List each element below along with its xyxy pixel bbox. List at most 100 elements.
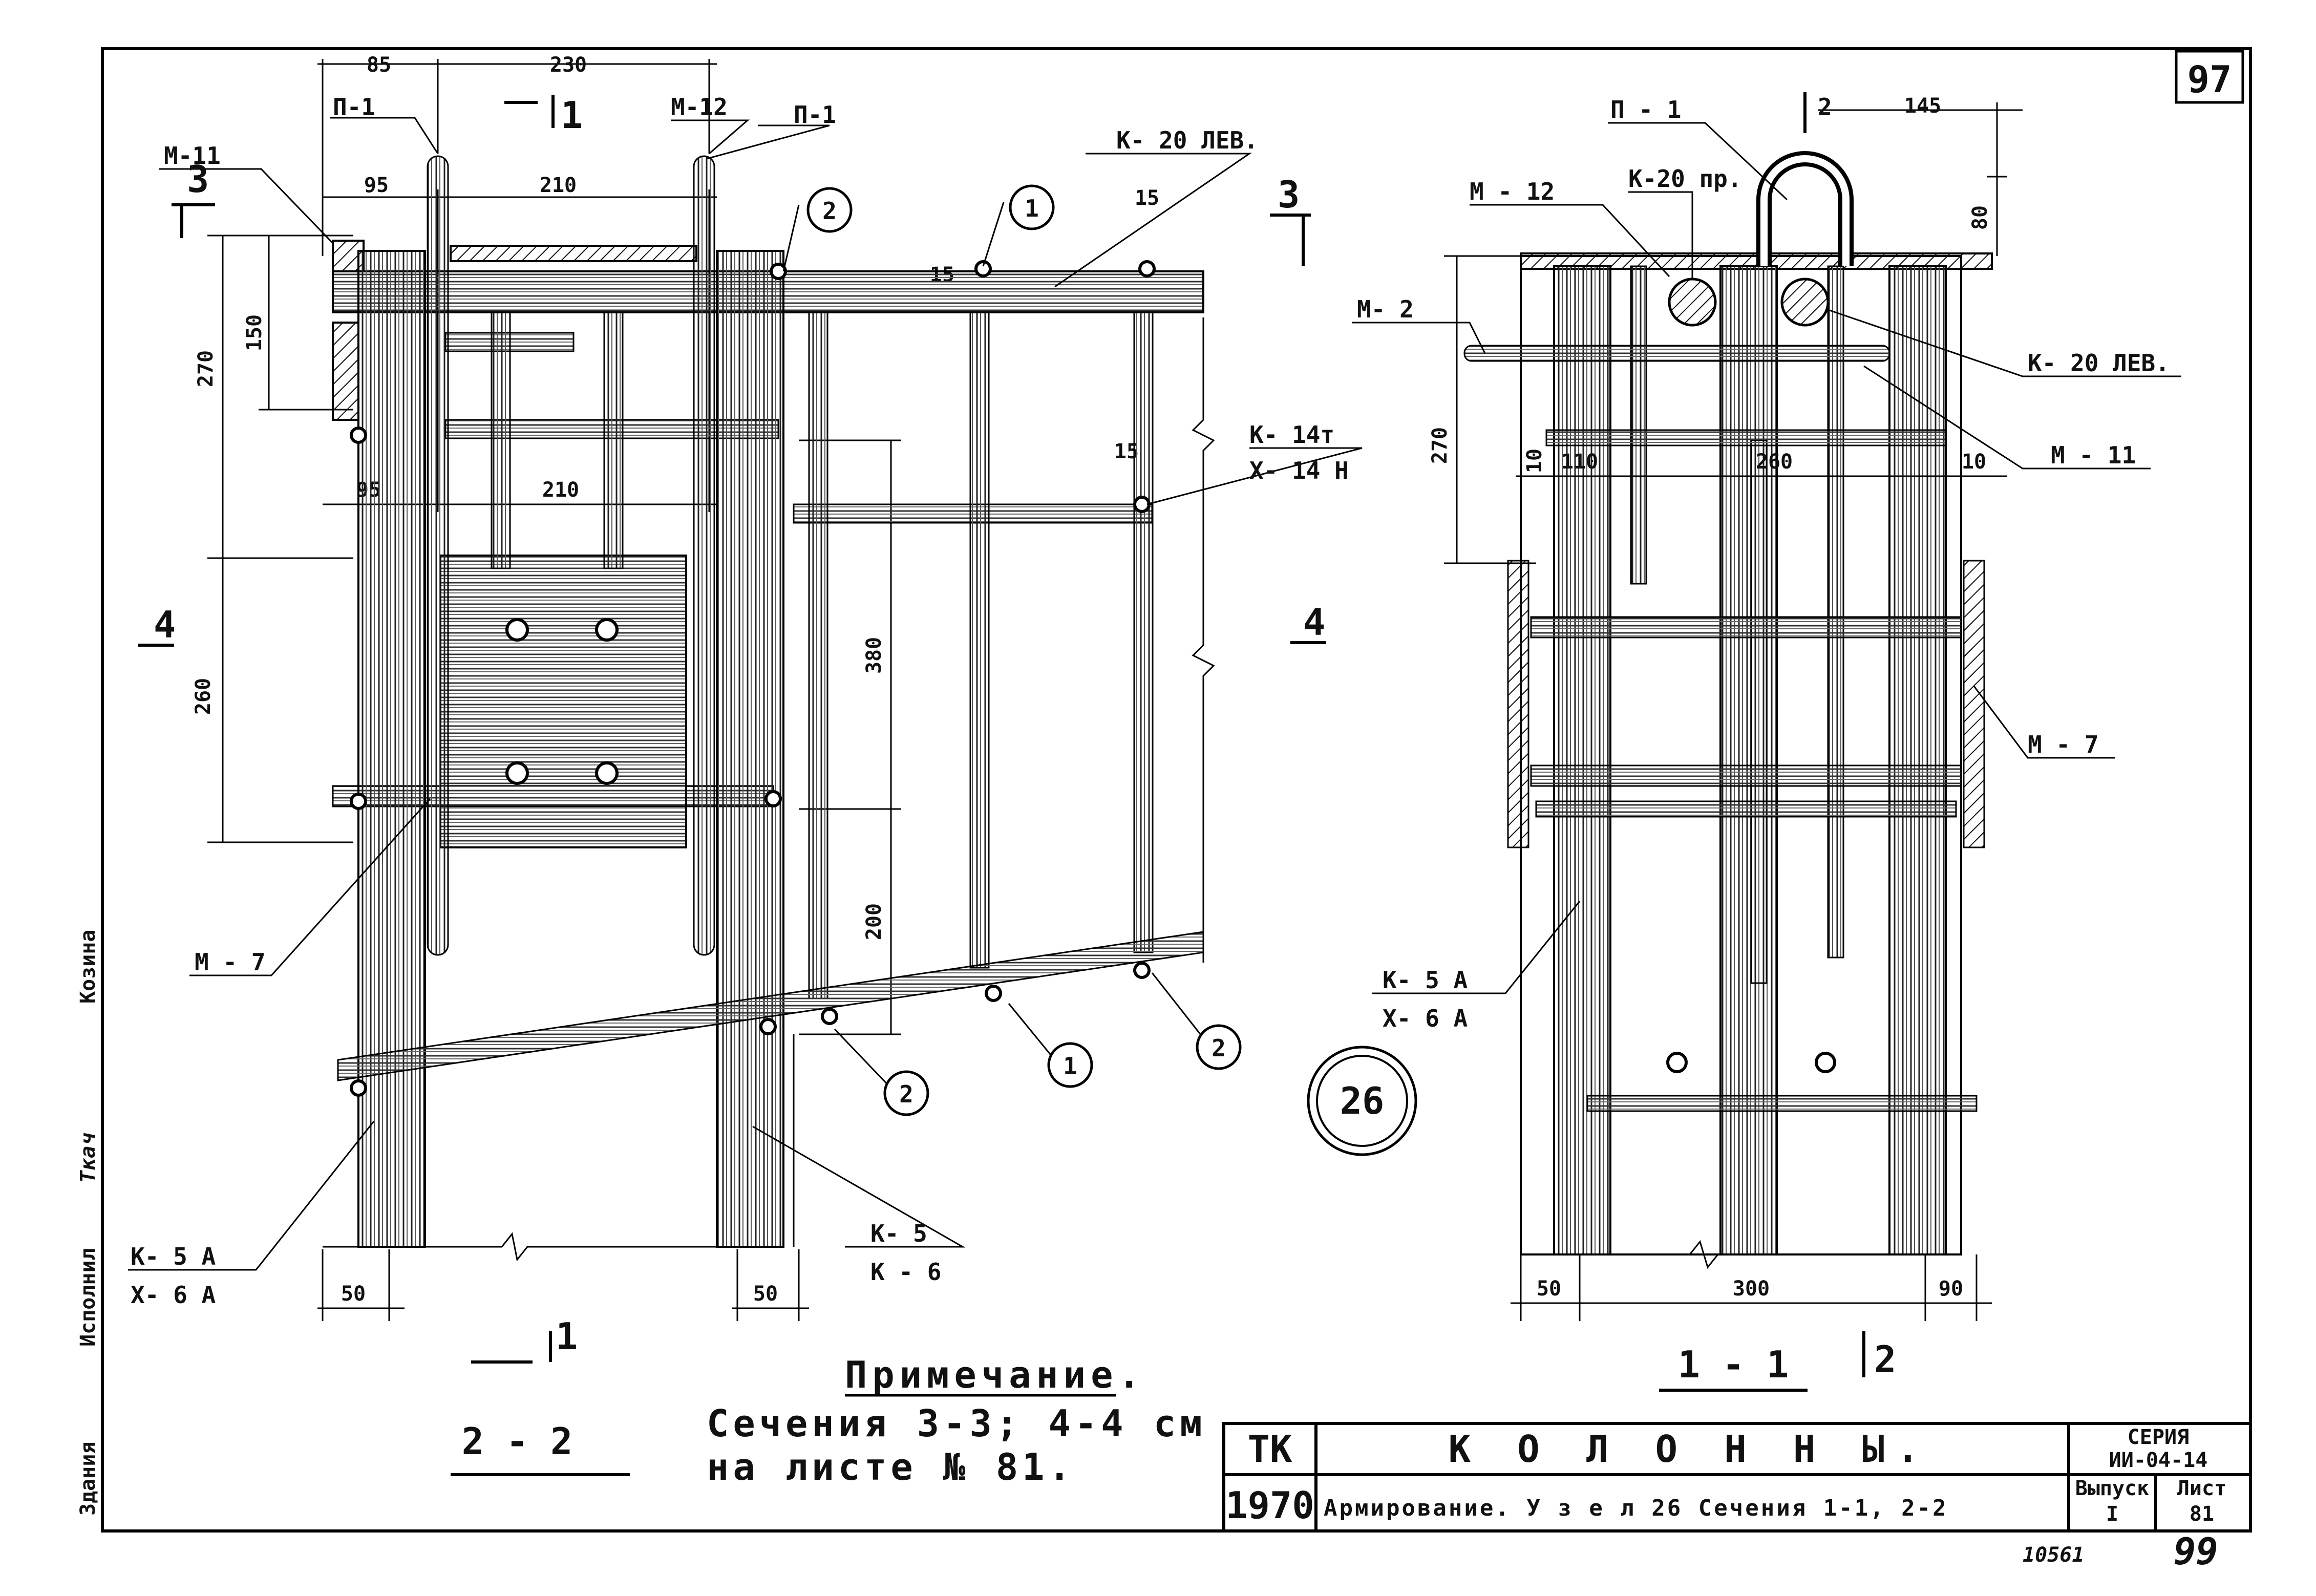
column-right-k5: [716, 250, 784, 1248]
dim-90: 90: [1939, 1277, 1963, 1301]
bar-right-v2: [969, 311, 990, 969]
margin-label-ispolnil: Исполнил: [76, 1248, 100, 1347]
title-block-issue-label: Выпуск: [2075, 1477, 2150, 1500]
bar-right-v3: [1133, 311, 1154, 953]
title-block-description: Армирование. У з е л 26 Сечения 1-1, 2-2: [1324, 1495, 1948, 1521]
label-k20-pr: К-20 пр.: [1628, 165, 1742, 193]
bar-end: [821, 1008, 838, 1025]
bar-end: [350, 1079, 367, 1097]
ground-line: [323, 1232, 717, 1262]
node-mark-label: 26: [1340, 1079, 1385, 1122]
bolts: [350, 260, 1156, 1097]
margin-label-kozina: Козина: [76, 930, 100, 1004]
bar-end: [350, 793, 367, 810]
bottom-page-number: 99: [2174, 1530, 2218, 1573]
dim-50-right: 50: [753, 1282, 778, 1306]
label-m12: М - 12: [1470, 178, 1555, 205]
plate-m12: [450, 245, 697, 262]
plate-m7: [439, 555, 687, 848]
dim-110: 110: [1561, 450, 1598, 474]
label-m2: М- 2: [1357, 295, 1414, 323]
circle-mark-2-top: 2: [822, 197, 837, 225]
label-k20-lev: К- 20 ЛЕВ.: [2028, 349, 2170, 377]
dim-210-mid: 210: [542, 478, 579, 502]
dim-10-right: 10: [1962, 450, 1986, 474]
title-block-series-value: ИИ-04-14: [2109, 1449, 2208, 1472]
label-k14t: К- 14т: [1249, 421, 1334, 449]
section-marker-2-top: 2: [1818, 93, 1832, 121]
sheet-frame: [101, 47, 2252, 1533]
bar-end: [985, 985, 1002, 1002]
bar-end: [770, 263, 787, 280]
dim-380: 380: [862, 637, 886, 674]
title-block-year: 1970: [1225, 1484, 1314, 1527]
dim-270-left: 270: [194, 350, 218, 387]
bar-end: [1133, 962, 1151, 979]
label-m11: М - 11: [2051, 441, 2136, 469]
plate-m7-left: [1507, 560, 1529, 848]
label-m7: М - 7: [2028, 731, 2098, 758]
label-k6a: Х- 6 А: [131, 1281, 216, 1309]
circle-mark-2-bottom-right: 2: [1212, 1034, 1226, 1062]
bar-inner-v2: [603, 311, 624, 569]
round-bar-k20-lev: [1780, 278, 1830, 327]
title-block-series-label: СЕРИЯ: [2128, 1425, 2189, 1449]
title-block-name: К О Л О Н Н Ы.: [1449, 1428, 1931, 1471]
dim-10-left: 10: [1523, 449, 1546, 473]
tie-bar-4: [1535, 800, 1957, 818]
inner-bar-3: [1750, 439, 1768, 984]
bolt: [505, 761, 529, 785]
dim-210-top: 210: [540, 174, 577, 197]
bar-p1-left: [427, 155, 449, 956]
note-block: Примечание. Сечения 3-3; 4-4 см на листе…: [707, 1353, 1206, 1488]
bolt: [505, 618, 529, 642]
section-marker-4-right: 4: [1303, 601, 1325, 644]
section-marker-1-bottom: 1: [556, 1315, 578, 1358]
section-marker-3-left: 3: [187, 158, 209, 201]
inner-bar-2: [1827, 265, 1844, 959]
label-k5: К- 5: [870, 1220, 927, 1247]
section-marker-3-right: 3: [1278, 173, 1300, 216]
tie-bar-1: [1545, 429, 1947, 446]
section-1-1: 145 80 270 10 110 260 10 50 300 90 П - 1…: [1352, 92, 2181, 1392]
label-k5a: К- 5 А: [1383, 966, 1468, 994]
bolt: [595, 761, 619, 785]
dim-145: 145: [1904, 94, 1941, 118]
column-left-k5a: [357, 250, 426, 1248]
circle-mark-1-top: 1: [1025, 195, 1039, 222]
dim-85: 85: [367, 53, 391, 77]
dim-260: 260: [1756, 450, 1793, 474]
title-block-sheet-label: Лист: [2177, 1477, 2226, 1500]
page-number-box: [2175, 50, 2244, 104]
section-title-1-1: 1 - 1: [1678, 1343, 1789, 1386]
label-k20-lev: К- 20 ЛЕВ.: [1116, 126, 1258, 154]
dim-50-left: 50: [341, 1282, 366, 1306]
note-line-1: Сечения 3-3; 4-4 см: [707, 1402, 1206, 1445]
circle-mark-1-bottom: 1: [1063, 1052, 1077, 1080]
label-p1: П - 1: [1610, 96, 1681, 123]
round-bar-k20-pr: [1668, 278, 1717, 327]
bolt: [1666, 1052, 1688, 1073]
inventory-number: 10561: [2023, 1543, 2084, 1567]
margin-label-zdaniya: Здания: [76, 1442, 100, 1516]
dim-80: 80: [1968, 205, 1992, 230]
section-marker-4-left: 4: [154, 603, 176, 646]
inner-bar-1: [1630, 265, 1647, 585]
title-block-code: ТК: [1248, 1428, 1292, 1471]
circle-mark-2-bottom-left: 2: [899, 1080, 913, 1108]
title-block-issue-value: I: [2106, 1502, 2118, 1526]
plate-left-side: [332, 322, 359, 421]
bar-p1-right: [693, 155, 715, 956]
node-mark: 26: [1307, 1046, 1417, 1156]
dim-15-b: 15: [1135, 186, 1159, 210]
label-k6: К - 6: [870, 1258, 941, 1286]
left-margin-stamp: Здания Исполнил Ткач Козина: [76, 930, 100, 1516]
page-number: 97: [2187, 58, 2232, 101]
bar-right-v1: [808, 311, 828, 999]
bar-end: [974, 260, 992, 278]
note-heading: Примечание.: [845, 1353, 1145, 1396]
section-2-2: 85 230 95 210 95 210 270 150 260 380 200…: [128, 53, 1363, 1476]
label-k6a: Х- 6 А: [1383, 1005, 1468, 1032]
bar-inner-v1: [491, 311, 511, 569]
